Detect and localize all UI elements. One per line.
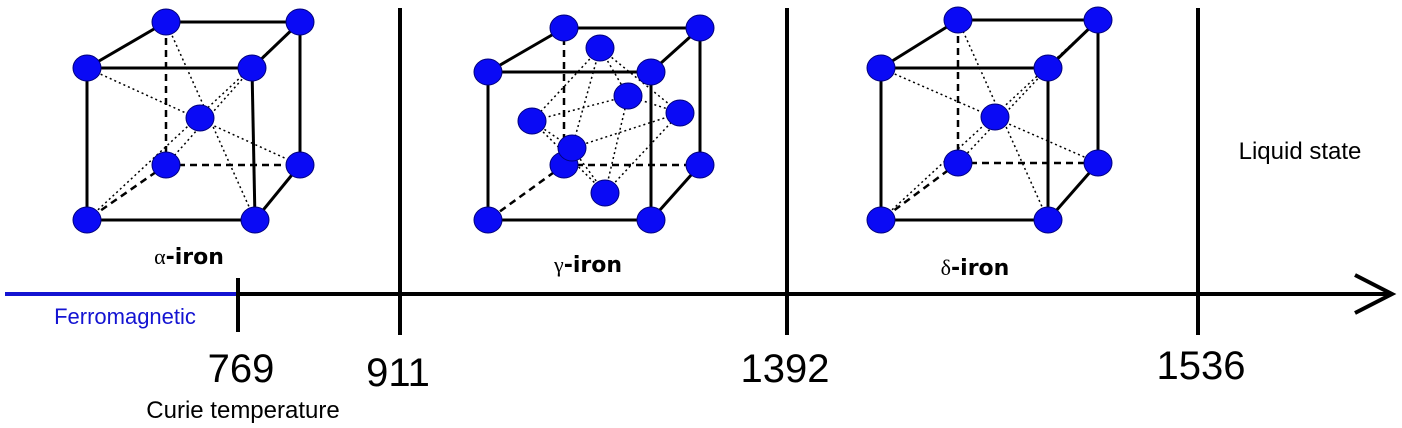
atom bbox=[517, 107, 547, 135]
atom bbox=[151, 151, 181, 179]
atom bbox=[72, 54, 102, 82]
atom bbox=[943, 149, 973, 177]
atom bbox=[636, 206, 666, 234]
atom bbox=[980, 103, 1010, 131]
liquid-state-label: Liquid state bbox=[1239, 138, 1362, 165]
ferromagnetic-label: Ferromagnetic bbox=[54, 304, 196, 329]
atom bbox=[636, 58, 666, 86]
delta-iron-label: δ-iron bbox=[941, 255, 1010, 281]
atom bbox=[285, 8, 315, 36]
atom bbox=[237, 54, 267, 82]
temperature-label-1536: 1536 bbox=[1157, 344, 1246, 388]
atom bbox=[473, 58, 503, 86]
atom bbox=[685, 151, 715, 179]
atom bbox=[185, 104, 215, 132]
atom bbox=[1033, 54, 1063, 82]
atom bbox=[549, 14, 579, 42]
atom bbox=[665, 99, 695, 127]
alpha-iron-bcc-cell bbox=[72, 8, 315, 234]
atom bbox=[943, 6, 973, 34]
gamma-iron-fcc-cell bbox=[473, 14, 715, 234]
atom bbox=[557, 134, 587, 162]
atom bbox=[585, 34, 615, 62]
atom bbox=[473, 206, 503, 234]
curie-temperature-label: Curie temperature bbox=[146, 397, 339, 424]
atom bbox=[866, 54, 896, 82]
atom bbox=[866, 206, 896, 234]
atom bbox=[685, 14, 715, 42]
temperature-axis bbox=[5, 8, 1397, 335]
atom bbox=[151, 8, 181, 36]
atom bbox=[590, 179, 620, 207]
axis-arrowhead bbox=[1354, 273, 1397, 315]
atom bbox=[72, 206, 102, 234]
atom bbox=[1083, 6, 1113, 34]
alpha-iron-label: α-iron bbox=[154, 244, 224, 270]
temperature-label-769: 769 bbox=[208, 347, 275, 391]
atom bbox=[1033, 206, 1063, 234]
delta-iron-bcc-cell bbox=[866, 6, 1113, 234]
gamma-iron-label: γ-iron bbox=[553, 252, 622, 278]
atom bbox=[285, 151, 315, 179]
temperature-label-911: 911 bbox=[366, 351, 430, 395]
temperature-label-1392: 1392 bbox=[741, 347, 830, 391]
atom bbox=[1083, 149, 1113, 177]
atom bbox=[613, 82, 643, 110]
atom bbox=[240, 206, 270, 234]
